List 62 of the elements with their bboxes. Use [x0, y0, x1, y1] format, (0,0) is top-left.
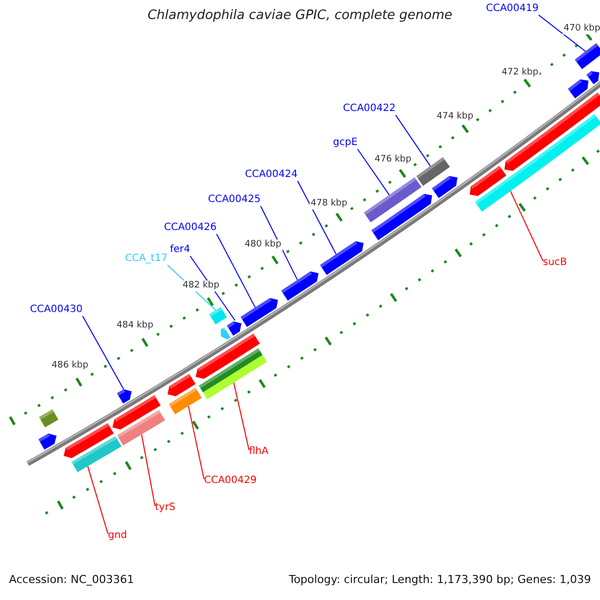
gene-block — [168, 388, 202, 414]
gene-label: CCA00424 — [245, 169, 298, 181]
gene-block — [226, 321, 242, 336]
gene-block — [504, 92, 600, 171]
tick-label: 478 kbp — [310, 198, 348, 210]
gene-label: CCA_t17 — [125, 253, 168, 265]
tick-label: 482 kbp — [182, 280, 220, 292]
leader-line — [87, 466, 108, 534]
gene-block — [38, 433, 57, 450]
gene-block — [240, 298, 278, 327]
gene-block — [168, 374, 196, 396]
leader-line — [510, 190, 544, 262]
gene-label: CCA00422 — [343, 103, 396, 115]
tick-label: 474 kbp — [436, 112, 474, 122]
gene-block — [39, 409, 58, 428]
map-title: Chlamydophila caviae GPIC, complete genome — [148, 8, 452, 23]
gene-block — [220, 327, 231, 340]
gene-label: CCA00426 — [164, 222, 217, 234]
tick-label: 484 kbp — [116, 320, 154, 332]
tick-label: 480 kbp — [244, 240, 282, 250]
gene-label: sucB — [543, 257, 567, 269]
gene-block — [72, 436, 122, 472]
leader-line — [141, 434, 156, 506]
accession-text: Accession: NC_003361 — [9, 573, 134, 586]
gene-block — [209, 307, 227, 324]
gene-label: gnd — [108, 530, 128, 542]
gene-block — [281, 271, 318, 301]
gene-label: CCA00425 — [208, 194, 261, 206]
tick-label: 476 kbp — [374, 154, 412, 166]
gene-label: tyrS — [155, 502, 176, 514]
gene-block — [416, 157, 450, 186]
tick-label: 472 kbp — [500, 68, 540, 78]
gene-label: flhA — [249, 446, 268, 458]
tick-label: 470 kbp — [562, 24, 600, 34]
leader-line — [216, 234, 256, 308]
gene-label: fer4 — [170, 244, 190, 256]
gene-block — [117, 410, 166, 446]
leader-line — [395, 114, 431, 167]
gene-block — [364, 177, 422, 222]
gene-block — [198, 348, 267, 400]
gene-block — [196, 333, 260, 379]
gene-block — [64, 423, 114, 458]
leader-line — [538, 14, 586, 52]
gene-label: CCA00419 — [486, 3, 539, 15]
gene-label: CCA00430 — [30, 304, 83, 316]
gene-block — [470, 166, 506, 196]
gene-block — [371, 194, 432, 240]
gene-block — [112, 395, 161, 430]
tick-label: 486 kbp — [50, 360, 90, 372]
leader-line — [297, 180, 337, 255]
gene-block — [432, 176, 458, 198]
gene-block — [320, 241, 364, 275]
gene-block — [474, 114, 600, 212]
gene-block — [568, 79, 588, 98]
gene-block — [574, 43, 600, 70]
gene-label: gcpE — [333, 137, 358, 149]
gene-label: CCA00429 — [204, 475, 257, 487]
leader-line — [188, 406, 204, 480]
gene-block — [586, 71, 600, 84]
gene-block — [116, 389, 132, 404]
leader-line — [82, 316, 124, 390]
map-summary: Topology: circular; Length: 1,173,390 bp; Genes: 1,039 — [288, 573, 591, 586]
